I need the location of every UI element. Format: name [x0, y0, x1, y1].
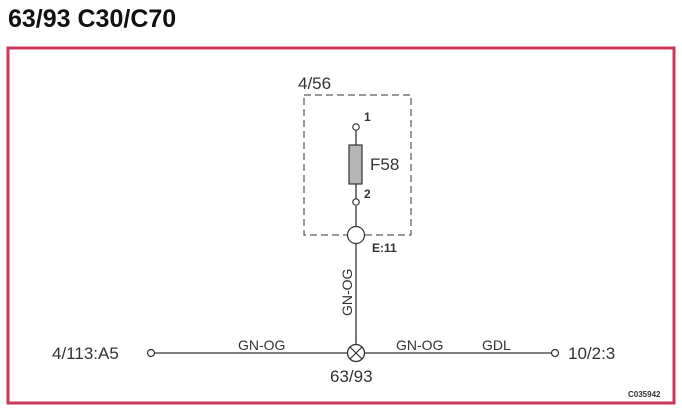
pin-2-terminal [352, 198, 360, 206]
fuse-symbol [348, 144, 363, 185]
diagram-frame [6, 46, 676, 405]
page-title: 63/93 C30/C70 [8, 5, 176, 33]
right-wire-color-label: GN-OG [396, 337, 443, 353]
left-wire-color-label: GN-OG [238, 337, 285, 353]
pin-1-terminal [352, 123, 360, 131]
junction-symbol [346, 343, 366, 363]
left-endpoint-label: 4/113:A5 [52, 344, 119, 363]
vertical-wire-color-label: GN-OG [339, 269, 355, 316]
image-code: C035942 [628, 390, 661, 399]
component-id-label: 4/56 [298, 74, 331, 93]
right-endpoint-terminal [550, 348, 560, 358]
pin-1-label: 1 [364, 110, 371, 124]
junction-label: 63/93 [330, 367, 373, 386]
right-wire-harness-label: GDL [482, 337, 511, 353]
fuse-label: F58 [370, 155, 399, 174]
left-endpoint-terminal [146, 348, 156, 358]
connector-label: E:11 [372, 241, 397, 255]
right-endpoint-label: 10/2:3 [568, 344, 615, 363]
connector-e11 [346, 225, 366, 245]
pin-2-label: 2 [364, 187, 371, 201]
